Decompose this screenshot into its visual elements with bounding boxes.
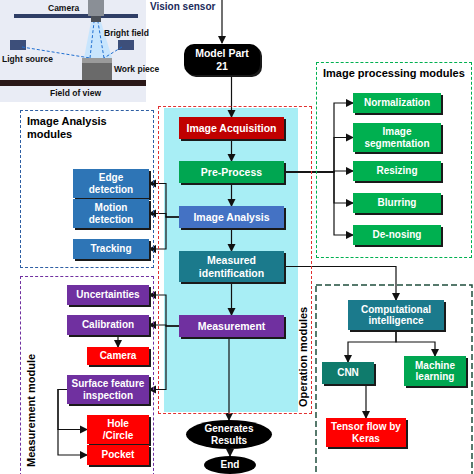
process-box: Hole /Circle xyxy=(87,415,149,444)
figure-label: Vision sensor xyxy=(150,1,215,12)
work-piece xyxy=(82,58,112,80)
process-box: Pocket xyxy=(87,445,149,465)
region-title: Image processing modules xyxy=(323,67,465,80)
box-label: Machine learning xyxy=(408,360,462,383)
illustration-ground xyxy=(0,0,146,102)
start-terminal: Model Part 21 xyxy=(184,44,260,75)
sensor-line xyxy=(221,0,222,43)
process-box: Computational intelligence xyxy=(348,300,444,330)
region-title: Measurement module xyxy=(25,354,38,467)
region-title: Image Analysis modules xyxy=(27,115,147,140)
process-box: Uncertainties xyxy=(67,285,149,305)
flow-arrow xyxy=(396,330,435,356)
flow-arrow xyxy=(284,172,353,235)
process-box: Image segmentation xyxy=(353,123,441,152)
process-box: Surface feature inspection xyxy=(67,375,149,404)
box-label: De-nosing xyxy=(373,229,422,241)
figure-label: Bright field xyxy=(104,28,149,38)
light-source-left xyxy=(10,40,26,50)
box-label: Hole /Circle xyxy=(91,418,145,441)
flow-arrow xyxy=(284,138,353,173)
flow-arrow xyxy=(231,228,232,251)
module-region: Operation modules Image AcquisitionPre-Pr… xyxy=(158,106,312,414)
module-region: Image Analysis modulesEdge detectionMoti… xyxy=(20,110,154,268)
box-label: Surface feature inspection xyxy=(71,378,145,401)
box-label: Normalization xyxy=(364,97,430,109)
process-box: CNN xyxy=(322,362,374,384)
process-box: Measurement xyxy=(179,315,284,337)
process-box: Blurring xyxy=(353,193,441,213)
process-box: Image Acquisition xyxy=(179,117,284,139)
mount-bar xyxy=(14,14,138,18)
terminal-oval: End xyxy=(204,456,256,474)
process-box: De-nosing xyxy=(353,225,441,245)
process-box: Calibration xyxy=(67,315,149,335)
reflected-ray xyxy=(98,22,104,58)
flow-arrow xyxy=(348,330,396,362)
box-label: Motion detection xyxy=(77,202,145,225)
box-label: End xyxy=(221,459,240,471)
flow-arrow xyxy=(231,282,232,315)
box-label: Image segmentation xyxy=(357,126,437,149)
region-title: Operation modules xyxy=(297,307,310,407)
flow-arrow xyxy=(284,103,353,172)
figure-label: Light source xyxy=(2,54,53,64)
ai-region xyxy=(316,285,472,474)
box-label: Tracking xyxy=(90,243,131,255)
flow-arrow xyxy=(231,75,232,117)
work-piece-top xyxy=(82,58,112,63)
flow-arrow xyxy=(284,267,396,301)
module-region: Image processing modulesNormalizationIma… xyxy=(316,62,472,258)
reflected-ray xyxy=(90,22,94,58)
flow-arrow xyxy=(229,449,230,456)
operation-fill xyxy=(164,108,298,412)
process-box: Measured identification xyxy=(179,251,284,282)
box-label: Image Analysis xyxy=(193,211,269,223)
process-box: Camera xyxy=(87,347,149,365)
process-box: Edge detection xyxy=(73,169,149,198)
flow-arrow xyxy=(231,183,232,206)
box-label: Resizing xyxy=(376,165,417,177)
process-box: Resizing xyxy=(353,161,441,181)
box-label: Measured identification xyxy=(183,254,280,278)
flow-arrow xyxy=(365,384,366,418)
box-label: Calibration xyxy=(82,319,134,331)
box-label: Measurement xyxy=(198,320,266,332)
module-region: Measurement module UncertaintiesCalibrati… xyxy=(20,276,154,474)
figure-label: Field of view xyxy=(50,88,101,98)
flow-arrow xyxy=(284,172,353,203)
table-bar xyxy=(0,80,146,86)
process-box: Tensor flow by Keras xyxy=(326,418,406,447)
camera-lens xyxy=(91,16,101,22)
box-label: Uncertainties xyxy=(76,289,139,301)
process-box: Image Analysis xyxy=(179,206,284,228)
flow-arrow xyxy=(228,337,229,420)
process-box: Tracking xyxy=(73,239,149,259)
box-label: Camera xyxy=(100,350,137,362)
box-label: Generates Results xyxy=(190,423,268,446)
terminal-oval: Generates Results xyxy=(186,420,272,449)
light-cone xyxy=(84,22,112,58)
process-box: Motion detection xyxy=(73,199,149,228)
box-label: Tensor flow by Keras xyxy=(330,421,402,444)
box-label: Blurring xyxy=(378,197,417,209)
light-ray xyxy=(104,47,122,58)
box-label: Edge detection xyxy=(77,172,145,195)
figure-label: Work piece xyxy=(114,64,159,74)
box-label: Pocket xyxy=(102,449,135,461)
box-label: CNN xyxy=(337,367,359,379)
box-label: Computational intelligence xyxy=(352,304,440,327)
box-label: Image Acquisition xyxy=(186,122,276,134)
process-box: Machine learning xyxy=(404,356,466,386)
process-box: Normalization xyxy=(353,93,441,113)
flow-arrow xyxy=(231,139,232,161)
box-label: Model Part 21 xyxy=(188,47,256,71)
flow-arrow xyxy=(117,335,118,347)
figure-label: Camera xyxy=(48,3,79,13)
process-box: Pre-Process xyxy=(179,161,284,183)
camera-body xyxy=(88,0,104,16)
box-label: Pre-Process xyxy=(201,166,262,178)
